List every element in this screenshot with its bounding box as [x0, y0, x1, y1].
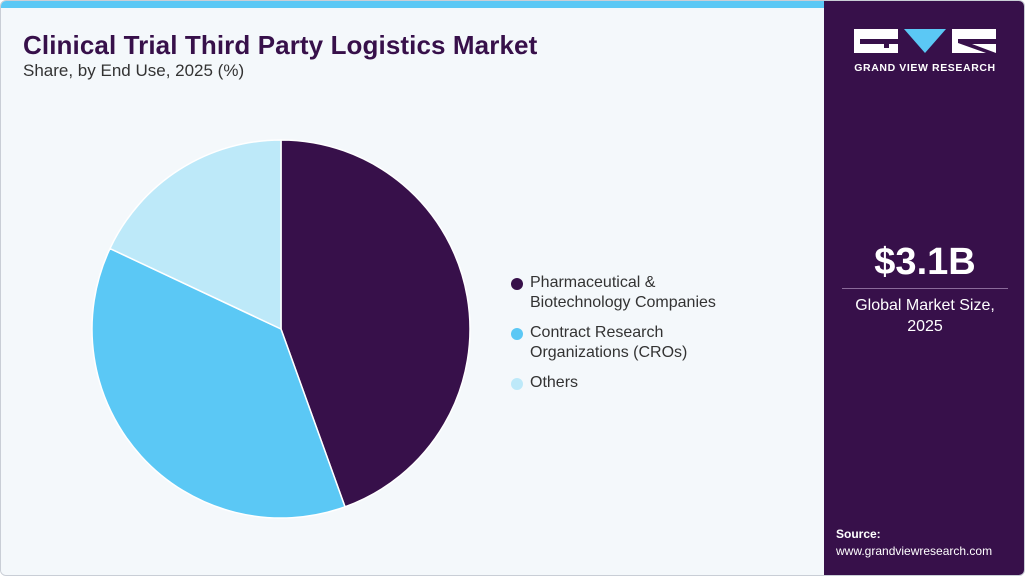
value-divider: [842, 288, 1008, 289]
top-accent-stripe: [1, 1, 824, 8]
market-size-value: $3.1B: [874, 241, 976, 283]
main-panel: Clinical Trial Third Party Logistics Mar…: [1, 8, 824, 575]
market-size-label: Global Market Size, 2025: [855, 297, 995, 335]
legend-item-others: Others: [511, 373, 811, 393]
pie-slice-0: [280, 139, 471, 508]
chart-legend: Pharmaceutical & Biotechnology Companies…: [511, 273, 811, 403]
legend-label: Others: [530, 374, 579, 391]
legend-dot-icon: [511, 378, 523, 390]
chart-subtitle: Share, by End Use, 2025 (%): [23, 61, 245, 80]
side-panel: GRAND VIEW RESEARCH $3.1B Global Market …: [824, 1, 1024, 575]
legend-label: Pharmaceutical & Biotechnology Companies: [530, 274, 716, 311]
pie-chart: [91, 139, 471, 519]
pie-slice-1: [91, 247, 346, 519]
source-link[interactable]: www.grandviewresearch.com: [836, 544, 993, 558]
legend-item-cros: Contract Research Organizations (CROs): [511, 323, 811, 363]
chart-title: Clinical Trial Third Party Logistics Mar…: [23, 30, 538, 60]
gvr-logo: GRAND VIEW RESEARCH: [854, 29, 996, 75]
gvr-logo-icon: [854, 29, 996, 53]
legend-item-pharma: Pharmaceutical & Biotechnology Companies: [511, 273, 811, 313]
logo-text: GRAND VIEW RESEARCH: [854, 62, 996, 74]
legend-dot-icon: [511, 328, 523, 340]
legend-dot-icon: [511, 278, 523, 290]
pie-slice-2: [108, 139, 282, 331]
legend-label: Contract Research Organizations (CROs): [530, 324, 688, 361]
source-label: Source:: [836, 527, 881, 541]
